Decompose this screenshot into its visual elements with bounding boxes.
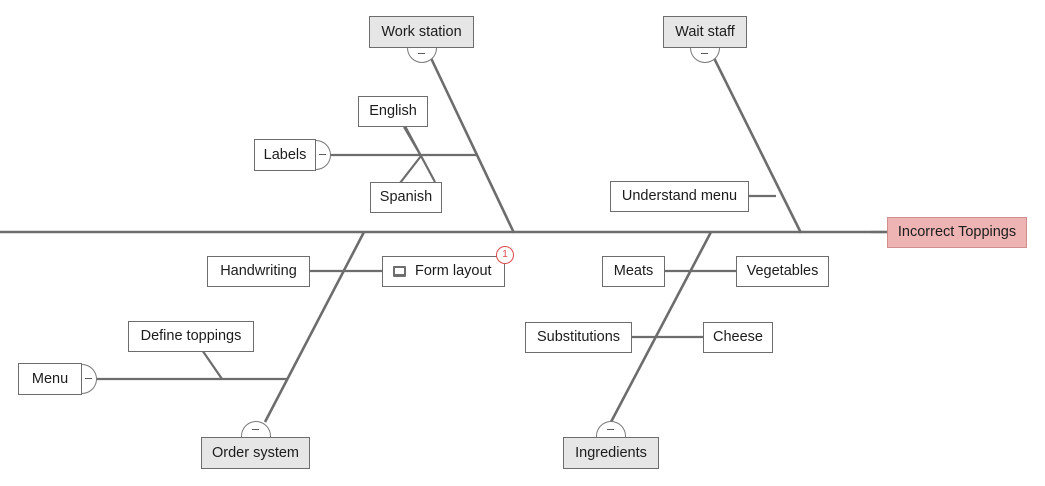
category-node-wait-staff[interactable]: Wait staff [663,16,747,48]
collapse-arc [407,47,437,63]
cause-label-define-toppings: Define toppings [140,328,242,345]
cause-label-substitutions: Substitutions [536,329,621,346]
category-label-ingredients: Ingredients [575,444,647,461]
effect-label: Incorrect Toppings [897,224,1017,241]
cause-label-understand-menu: Understand menu [621,188,738,205]
cause-node-form-layout[interactable]: Form layout [382,256,505,287]
minus-icon [607,429,614,431]
cause-label-meats: Meats [613,263,654,280]
collapse-handle-labels[interactable] [315,140,345,170]
comment-count-badge[interactable]: 1 [496,246,514,264]
cause-label-handwriting: Handwriting [220,263,297,280]
cause-node-menu[interactable]: Menu [18,363,82,395]
cause-node-vegetables[interactable]: Vegetables [736,256,829,287]
link-english-seg [403,126,422,157]
comment-count-value: 1 [502,249,508,260]
cause-node-english[interactable]: English [358,96,428,127]
category-label-order-system: Order system [211,444,299,461]
category-label-wait-staff: Wait staff [675,23,735,40]
cause-node-labels[interactable]: Labels [254,139,316,171]
cause-label-vegetables: Vegetables [746,263,819,280]
minus-icon [319,154,326,156]
collapse-handle-work-station[interactable] [407,47,437,77]
cause-label-menu: Menu [31,370,69,387]
collapse-handle-wait-staff[interactable] [690,47,720,77]
category-node-work-station[interactable]: Work station [369,16,474,48]
cause-label-form-layout: Form layout [415,263,492,280]
minus-icon [252,429,259,431]
note-icon [393,266,406,277]
link-define-toppings [199,346,223,380]
collapse-handle-menu[interactable] [81,364,111,394]
collapse-handle-ingredients[interactable] [596,407,626,437]
minus-icon [85,378,92,380]
cause-label-labels: Labels [263,146,307,163]
bone-work-station [428,55,516,234]
minus-icon [701,53,708,55]
collapse-arc [690,47,720,63]
category-node-order-system[interactable]: Order system [201,437,310,469]
cause-label-spanish: Spanish [379,189,433,206]
cause-node-spanish[interactable]: Spanish [370,182,442,213]
cause-node-understand-menu[interactable]: Understand menu [610,181,749,212]
cause-node-substitutions[interactable]: Substitutions [525,322,632,353]
bone-ingredients [609,231,713,423]
link-spanish-seg [399,155,422,184]
bone-order-system [263,231,366,423]
cause-node-cheese[interactable]: Cheese [703,322,773,353]
effect-node-incorrect-toppings[interactable]: Incorrect Toppings [887,217,1027,248]
cause-label-english: English [369,103,417,120]
category-label-work-station: Work station [381,23,462,40]
minus-icon [418,53,425,55]
collapse-handle-order-system[interactable] [241,407,271,437]
cause-label-cheese: Cheese [713,329,763,346]
category-node-ingredients[interactable]: Ingredients [563,437,659,469]
cause-node-handwriting[interactable]: Handwriting [207,256,310,287]
cause-node-meats[interactable]: Meats [602,256,665,287]
cause-node-define-toppings[interactable]: Define toppings [128,321,254,352]
bone-wait-staff [711,55,803,234]
